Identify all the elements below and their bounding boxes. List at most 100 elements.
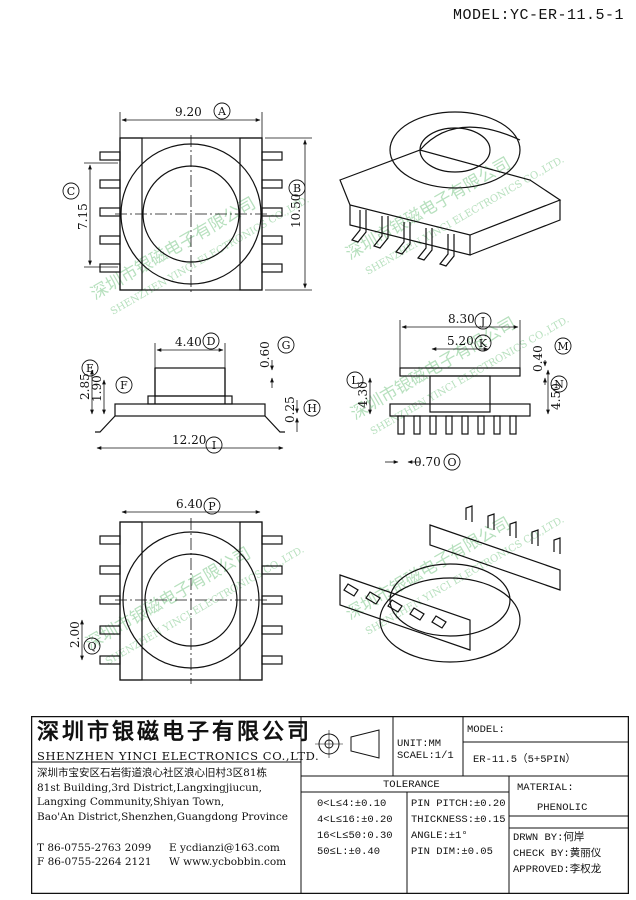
tolerance-2: 4<L≤16:±0.20	[317, 814, 393, 826]
tolerance-1: 0<L≤4:±0.10	[317, 798, 387, 810]
pin	[431, 615, 447, 629]
ref-circle-q	[83, 637, 101, 655]
watermark-cn: 深圳市银磁电子有限公司	[343, 514, 515, 625]
bottom-view	[99, 518, 283, 684]
pin	[350, 210, 367, 243]
pin	[531, 529, 539, 546]
pin	[261, 565, 283, 575]
pin	[343, 583, 359, 597]
ref-circle-m	[554, 337, 572, 355]
pin	[99, 625, 121, 635]
email: E ycdianzi@163.com	[169, 842, 280, 854]
dim-q-value: 2.00	[68, 621, 82, 648]
pin	[261, 235, 283, 245]
ref-circle-o	[443, 453, 461, 471]
dim-h-value: 0.25	[283, 396, 297, 423]
ref-circle-c	[62, 182, 80, 200]
pin	[445, 415, 453, 435]
pin	[99, 263, 121, 273]
tel: T 86-0755-2763 2099	[37, 842, 152, 854]
address-line-4: Bao'An District,Shenzhen,Guangdong Provi…	[37, 810, 288, 823]
watermark-cn: 深圳市银磁电子有限公司	[348, 314, 520, 425]
pin	[487, 513, 495, 530]
pin	[99, 655, 121, 665]
dim-f-value: 1.90	[90, 375, 104, 402]
dim-d-value: 4.40	[175, 335, 202, 349]
pin	[99, 565, 121, 575]
ref-letter-g: G	[282, 339, 291, 352]
pin	[365, 591, 381, 605]
approved-by: APPROVED:李权龙	[513, 864, 602, 876]
ref-letter-o: O	[447, 456, 456, 469]
material-header: MATERIAL:	[517, 782, 574, 794]
pin	[429, 415, 437, 435]
pin	[372, 216, 389, 249]
pin	[99, 179, 121, 189]
pin	[477, 415, 485, 435]
angle: ANGLE:±1°	[411, 830, 468, 842]
ref-letter-p: P	[208, 500, 216, 513]
pin-dim: PIN DIM:±0.05	[411, 846, 493, 858]
dim-p-value: 6.40	[176, 497, 203, 511]
ref-letter-d: D	[207, 335, 216, 348]
watermark-cn: 深圳市银磁电子有限公司	[88, 194, 260, 305]
pin	[261, 263, 283, 273]
model-value: ER-11.5（5+5PIN）	[473, 754, 576, 766]
title-block: 深圳市银磁电子有限公司 SHENZHEN YINCI ELECTRONICS C…	[31, 716, 629, 894]
pin	[394, 222, 411, 255]
model-label: MODEL:YC-ER-11.5-1	[452, 7, 624, 24]
dim-m-value: 0.40	[531, 345, 545, 372]
pin	[99, 595, 121, 605]
address-line-3: Langxing Community,Shiyan Town,	[37, 796, 225, 808]
pin	[413, 415, 421, 435]
pin	[509, 521, 517, 538]
pin	[261, 535, 283, 545]
company-name-cn: 深圳市银磁电子有限公司	[37, 720, 313, 745]
dimension-labels: 9.20 10.50 7.15 4.40 2.85 1.90 0.60 0.25…	[68, 105, 563, 648]
pin	[261, 655, 283, 665]
pin	[493, 415, 501, 435]
model-header: MODEL:	[467, 724, 505, 736]
dim-n-value: 4.50	[549, 383, 563, 410]
ref-letter-h: H	[307, 402, 317, 415]
ref-letter-f: F	[120, 379, 128, 392]
ref-letter-m: M	[557, 340, 568, 353]
ref-letter-e: E	[86, 362, 94, 375]
pin	[397, 415, 405, 435]
pin	[465, 505, 473, 522]
material-value: PHENOLIC	[537, 802, 588, 814]
ref-circle-i	[205, 436, 223, 454]
ref-circle-f	[115, 376, 133, 394]
pin	[99, 151, 121, 161]
ref-circle-j	[474, 312, 492, 330]
company-name-en: SHENZHEN YINCI ELECTRONICS CO.,LTD.	[37, 749, 320, 763]
ref-circle-n	[550, 375, 568, 393]
dim-e-value: 2.85	[78, 373, 92, 400]
dim-k-value: 5.20	[447, 334, 474, 348]
iso-view-bottom	[339, 505, 561, 663]
pin	[261, 179, 283, 189]
ref-letter-k: K	[479, 337, 488, 350]
pin	[99, 535, 121, 545]
ref-letter-q: Q	[87, 640, 96, 653]
ref-circle-h	[303, 399, 321, 417]
side-view	[95, 367, 285, 433]
pin-pitch: PIN PITCH:±0.20	[411, 798, 506, 810]
dim-a-value: 9.20	[175, 105, 202, 119]
ref-letter-b: B	[293, 182, 301, 195]
ref-letter-c: C	[67, 185, 75, 198]
ref-letter-i: I	[212, 439, 216, 452]
pin	[261, 595, 283, 605]
ref-letter-l: L	[351, 374, 359, 387]
dim-b-value: 10.50	[289, 194, 303, 228]
front-view	[389, 367, 531, 435]
ref-circle-k	[474, 334, 492, 352]
pin	[438, 234, 455, 267]
top-view	[99, 135, 283, 293]
ref-circle-d	[202, 332, 220, 350]
dim-g-value: 0.60	[258, 341, 272, 368]
dim-c-value: 7.15	[76, 203, 90, 230]
